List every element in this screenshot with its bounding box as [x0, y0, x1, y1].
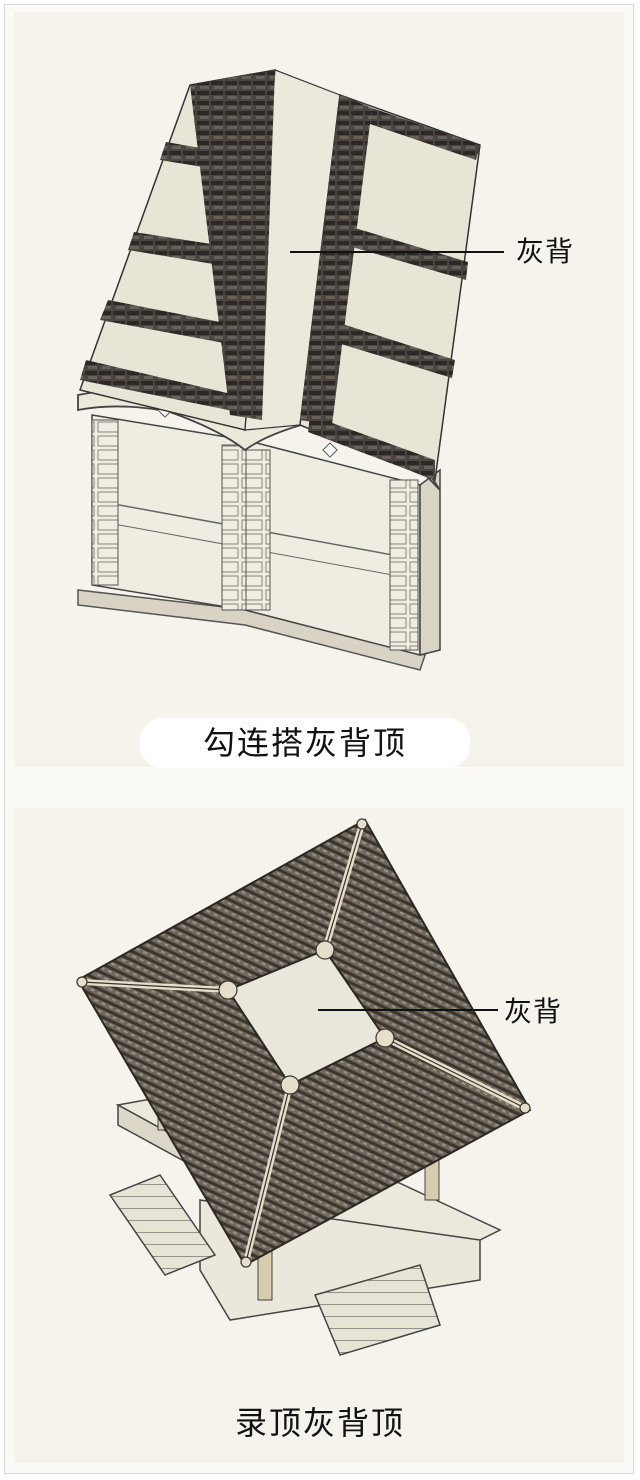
stairs-left	[108, 1174, 217, 1276]
double-ridge-roof-illustration	[77, 69, 504, 671]
right-roof-tile-bands	[300, 95, 480, 480]
brick-column-left	[91, 419, 119, 586]
left-roof-tile-bands	[80, 70, 275, 420]
brick-column-center-left	[221, 444, 247, 611]
brick-column-center-right	[245, 449, 271, 611]
building-side	[419, 468, 441, 656]
caption-bottom: 录顶灰背顶	[234, 1404, 405, 1442]
stairs-front	[313, 1264, 441, 1356]
callout-label-bottom: 灰背	[504, 995, 563, 1028]
brick-column-right	[389, 479, 419, 651]
caption-top: 勾连搭灰背顶	[140, 718, 470, 768]
callout-label-top: 灰背	[516, 235, 575, 268]
flat-top-pavilion-illustration	[76, 818, 532, 1356]
